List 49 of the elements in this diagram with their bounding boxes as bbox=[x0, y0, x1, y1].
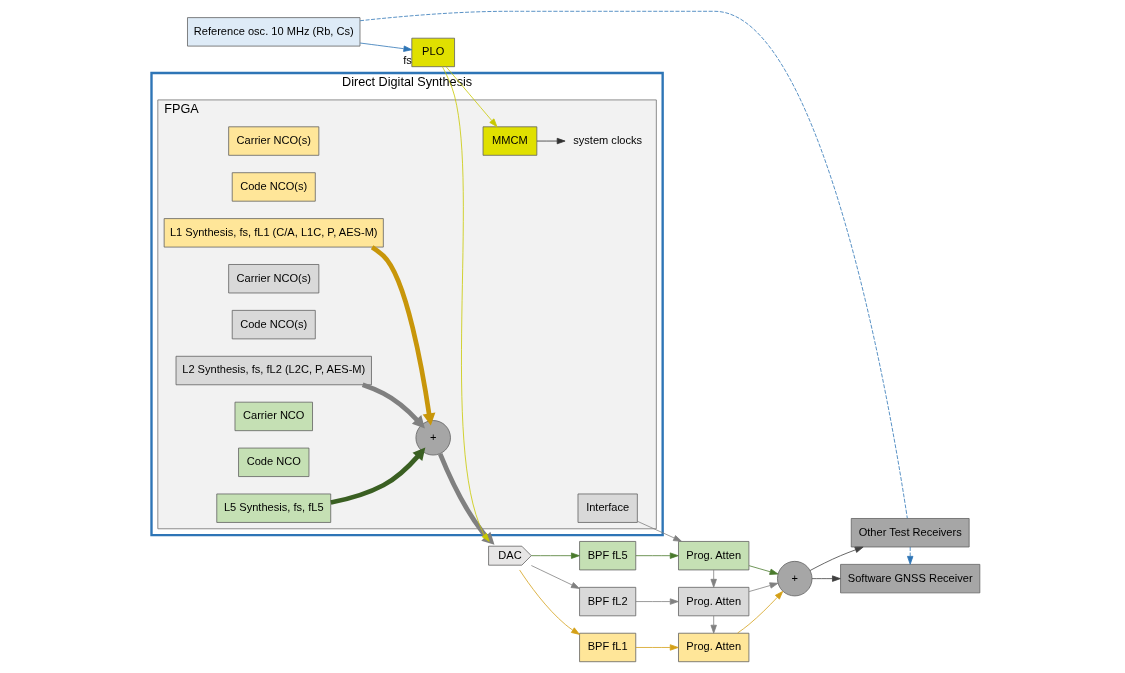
node-circle: + bbox=[777, 560, 813, 597]
node-box: Prog. Atten bbox=[678, 541, 750, 571]
node-box: MMCM bbox=[482, 126, 538, 156]
arrow bbox=[370, 245, 436, 426]
arrow bbox=[530, 565, 580, 589]
node-box: Prog. Atten bbox=[678, 586, 750, 617]
node-box: Carrier NCO(s) bbox=[228, 264, 320, 294]
arrow bbox=[536, 137, 566, 145]
arrow bbox=[330, 447, 426, 505]
arrow bbox=[635, 598, 679, 605]
node-box: L1 Synthesis, fs, fL1 (C/A, L1C, P, AES-M) bbox=[163, 218, 384, 248]
arrow bbox=[442, 66, 490, 542]
node-box: Code NCO(s) bbox=[231, 172, 316, 202]
node-box: L5 Synthesis, fs, fL5 bbox=[216, 493, 332, 523]
node-box: Reference osc. 10 MHz (Rb, Cs) bbox=[187, 17, 361, 47]
node-box: L2 Synthesis, fs, fL2 (L2C, P, AES-M) bbox=[175, 355, 372, 386]
node-box: Code NCO(s) bbox=[231, 310, 316, 340]
arrow bbox=[635, 644, 679, 651]
node-text: system clocks bbox=[573, 133, 643, 146]
arrow bbox=[748, 565, 779, 575]
node-box: BPF fL1 bbox=[579, 632, 637, 663]
arrow bbox=[637, 520, 682, 542]
node-box: Prog. Atten bbox=[678, 632, 750, 663]
node-box: BPF fL5 bbox=[579, 541, 637, 571]
connector bbox=[359, 10, 908, 519]
node-box: Carrier NCO(s) bbox=[228, 126, 320, 156]
node-label: fs bbox=[403, 53, 412, 66]
arrow bbox=[809, 546, 864, 571]
node-box: BPF fL2 bbox=[579, 586, 637, 617]
arrow bbox=[519, 569, 580, 635]
arrow bbox=[710, 569, 717, 588]
node-box: Other Test Receivers bbox=[850, 518, 970, 548]
arrow bbox=[635, 552, 679, 559]
arrow bbox=[530, 552, 580, 559]
arrow bbox=[446, 66, 498, 128]
arrow bbox=[710, 615, 717, 634]
node-box: Carrier NCO bbox=[234, 401, 313, 432]
arrow bbox=[437, 453, 495, 545]
arrow bbox=[748, 582, 779, 592]
node-box: Code NCO bbox=[238, 447, 310, 477]
node-circle: + bbox=[415, 420, 451, 456]
node-box: PLO bbox=[411, 37, 455, 68]
node-box: Interface bbox=[577, 493, 638, 523]
arrow bbox=[361, 382, 425, 429]
arrow bbox=[359, 42, 413, 52]
arrow bbox=[907, 546, 914, 565]
arrow bbox=[737, 591, 784, 634]
arrow bbox=[811, 575, 841, 582]
node-box: Software GNSS Receiver bbox=[840, 564, 981, 594]
